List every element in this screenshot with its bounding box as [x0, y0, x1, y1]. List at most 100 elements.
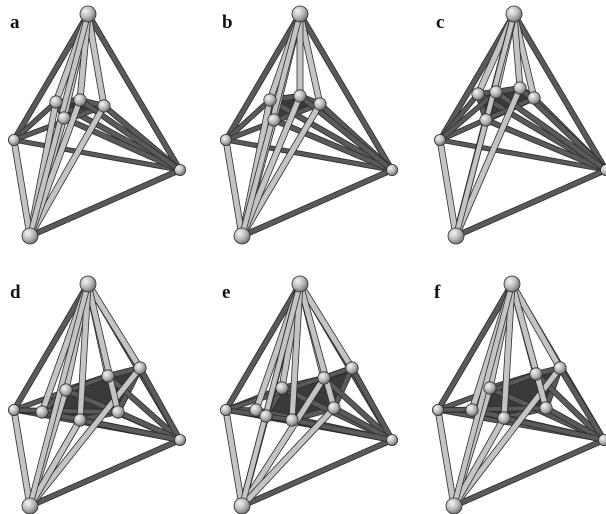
panel-e-structure — [220, 275, 398, 514]
ring-atom — [328, 402, 340, 414]
spoke-bottom — [27, 103, 107, 239]
edge-left-bottom — [11, 407, 33, 509]
spoke-right — [61, 115, 183, 173]
ring-atom — [268, 114, 280, 126]
ring-atom — [264, 94, 276, 106]
edge-left-bottom — [223, 407, 245, 509]
ring-atom — [250, 404, 262, 416]
spoke-right — [321, 375, 395, 443]
bottom-atom — [22, 228, 38, 244]
edge-left-bottom — [435, 407, 457, 509]
ring-atom — [276, 382, 288, 394]
panel-e: e — [220, 275, 398, 514]
spoke-right — [271, 117, 395, 173]
spoke-right — [77, 97, 183, 173]
panel-label-f: f — [434, 282, 441, 303]
ring-atom — [260, 410, 272, 422]
right-atom — [174, 434, 186, 446]
panel-f-structure — [432, 275, 606, 514]
edge-right-bottom — [239, 167, 395, 239]
ring-atom — [60, 384, 72, 396]
ring-atom — [102, 370, 114, 382]
panel-b: b — [220, 5, 398, 245]
spoke-bottom — [239, 101, 323, 239]
edge-top-left — [11, 281, 91, 413]
spoke-top — [77, 281, 91, 423]
ring-atom — [318, 372, 330, 384]
spoke-bottom — [453, 85, 523, 239]
ring-atom — [540, 402, 552, 414]
edge-left-right — [438, 138, 606, 172]
panel-label-c: c — [436, 12, 444, 33]
panel-d-structure — [8, 275, 186, 514]
edge-top-left — [11, 11, 91, 143]
spoke-top — [509, 281, 549, 411]
edge-top-bottom — [451, 281, 515, 509]
ring-atom — [50, 96, 62, 108]
top-atom — [504, 276, 520, 292]
edge-top-left — [435, 281, 515, 413]
spoke-left — [224, 98, 272, 142]
spoke-right — [557, 365, 606, 443]
ring-atom — [314, 98, 326, 110]
edge-right-bottom — [27, 167, 183, 239]
left-atom — [434, 134, 446, 146]
top-atom — [506, 6, 522, 22]
ring-atom — [74, 414, 86, 426]
panel-b-structure — [220, 5, 398, 245]
spoke-top — [297, 281, 337, 411]
ring-atom — [498, 412, 510, 424]
spoke-left — [12, 408, 120, 414]
ring-atom — [484, 382, 496, 394]
edge-left-right — [224, 138, 394, 172]
panel-label-e: e — [222, 282, 230, 303]
edge-top-right — [511, 11, 606, 173]
ring-atom — [480, 114, 492, 126]
left-atom — [432, 404, 444, 416]
spoke-right — [349, 365, 395, 443]
right-atom — [598, 434, 606, 446]
ring-atom — [112, 406, 124, 418]
spoke-bottom — [27, 365, 143, 509]
spoke-bottom — [451, 415, 507, 509]
edge-top-bottom — [27, 281, 91, 509]
bottom-atom — [448, 228, 464, 244]
spoke-top — [297, 281, 355, 371]
left-atom — [8, 134, 20, 146]
spoke-bottom — [239, 405, 337, 509]
edge-left-bottom — [11, 137, 33, 239]
panel-label-b: b — [222, 12, 233, 33]
spoke-right — [137, 365, 183, 443]
edge-top-right — [297, 11, 395, 173]
spoke-top — [85, 281, 121, 415]
ring-atom — [74, 94, 86, 106]
edge-top-left — [223, 281, 303, 413]
ring-atom — [490, 86, 502, 98]
ring-atom — [530, 368, 542, 380]
bottom-atom — [234, 498, 250, 514]
spoke-bottom — [239, 93, 303, 239]
ring-atom — [554, 362, 566, 374]
edge-top-right — [85, 11, 183, 173]
ring-atom — [58, 112, 70, 124]
spoke-top — [85, 281, 143, 371]
ring-atom — [514, 82, 526, 94]
panel-d: d — [8, 275, 186, 514]
panel-c: c — [434, 5, 606, 245]
spoke-left — [438, 90, 498, 142]
bottom-atom — [446, 498, 462, 514]
edge-top-bottom — [239, 281, 303, 509]
spoke-left — [12, 100, 58, 142]
ring-atom — [286, 414, 298, 426]
spoke-top — [501, 281, 515, 421]
spoke-left — [224, 366, 354, 412]
top-atom — [80, 276, 96, 292]
right-atom — [174, 164, 186, 176]
left-atom — [220, 134, 232, 146]
edge-left-bottom — [223, 137, 245, 239]
panel-f: f — [432, 275, 606, 514]
spoke-bottom — [239, 375, 327, 509]
edge-right-bottom — [453, 167, 606, 239]
ring-atom — [528, 92, 540, 104]
